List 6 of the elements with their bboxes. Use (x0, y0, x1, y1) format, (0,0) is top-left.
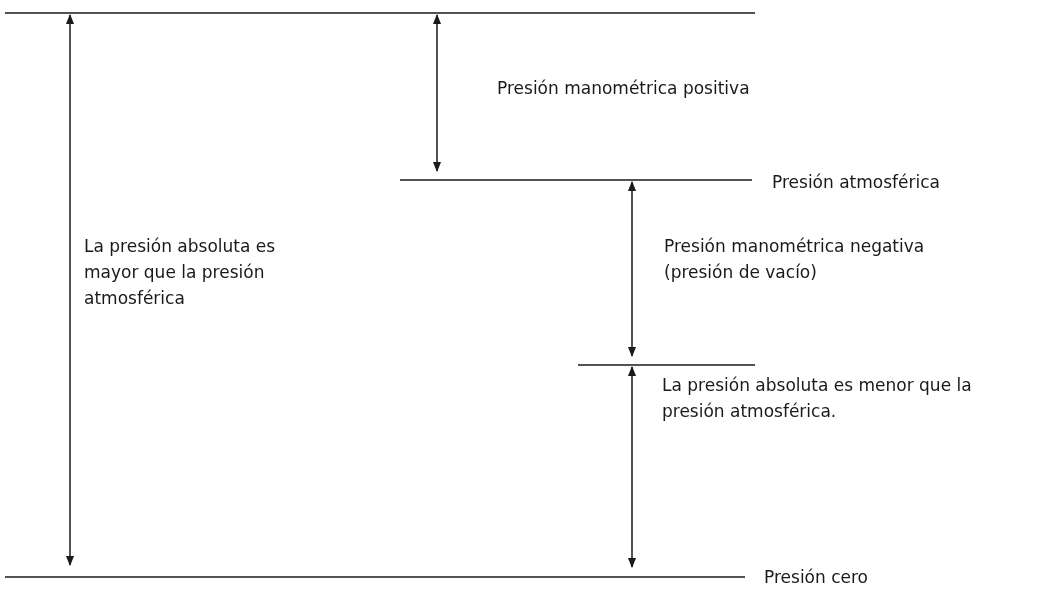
label-text: La presión absoluta es mayor que la presión atmosférica (84, 235, 277, 310)
label-text: La presión absoluta es menor que la presión atmosférica. (662, 374, 973, 423)
label-text: Presión manométrica negativa (presión de vacío) (664, 235, 926, 284)
label-text: Presión cero (764, 566, 868, 589)
label-text: Presión manométrica positiva (497, 77, 750, 100)
label-text: Presión atmosférica (772, 171, 940, 194)
